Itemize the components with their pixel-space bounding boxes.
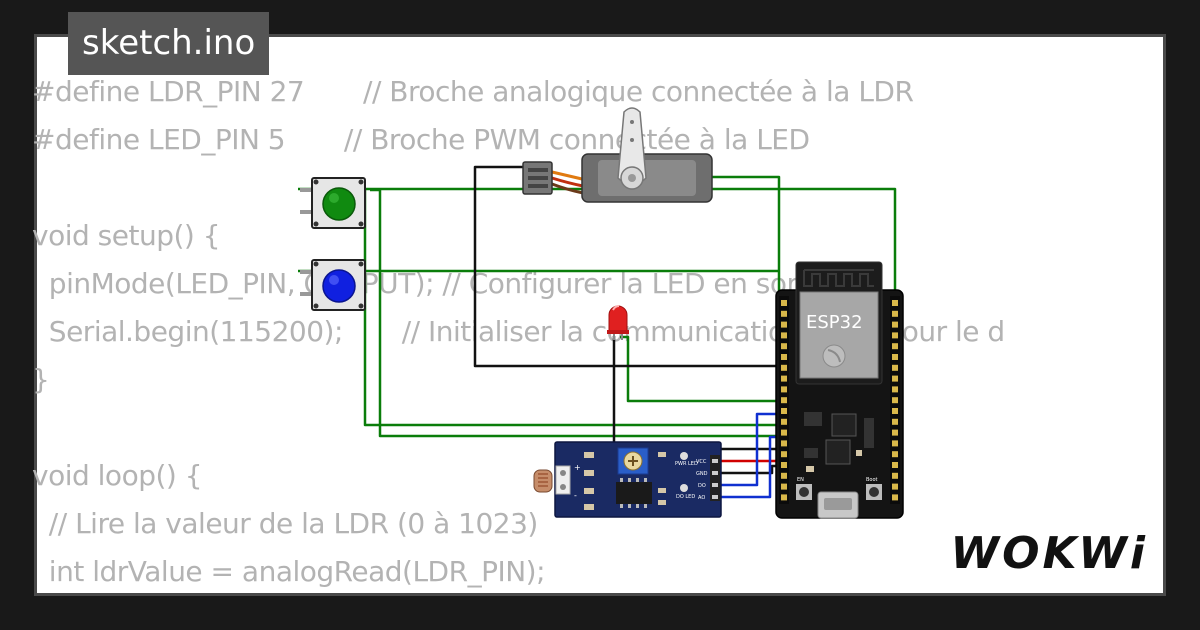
esp32-pin bbox=[892, 321, 898, 328]
code-line: void setup() { bbox=[32, 219, 221, 252]
esp32-pin bbox=[892, 472, 898, 479]
do-led-label: DO LED bbox=[676, 494, 695, 500]
ldr-plus-label: + bbox=[574, 463, 581, 472]
code-line: void loop() { bbox=[32, 459, 203, 492]
esp32-pin bbox=[892, 364, 898, 371]
code-line: int ldrValue = analogRead(LDR_PIN); bbox=[32, 555, 546, 588]
pin-label-gnd: GND bbox=[696, 471, 708, 477]
ldr-minus-label: - bbox=[574, 491, 577, 500]
ldr-sensor-module[interactable]: + - PWR LED DO LED VCC GND DO AO bbox=[533, 441, 722, 518]
esp32-pin bbox=[781, 321, 787, 328]
wire-green bbox=[370, 188, 382, 205]
pin-label-do: DO bbox=[698, 483, 706, 489]
esp32-pin bbox=[781, 364, 787, 371]
esp32-pin bbox=[781, 451, 787, 458]
esp32-pin bbox=[892, 332, 898, 339]
esp32-pin bbox=[892, 343, 898, 350]
wire-servo-power bbox=[551, 176, 584, 188]
wire-blue bbox=[712, 412, 779, 487]
wire-black bbox=[473, 165, 779, 368]
esp32-pin bbox=[892, 300, 898, 306]
esp32-pin bbox=[781, 429, 787, 436]
esp32-pin bbox=[781, 300, 787, 306]
esp32-pin bbox=[781, 386, 787, 393]
esp32-pin bbox=[892, 397, 898, 404]
pushbutton-blue[interactable] bbox=[300, 259, 366, 311]
file-tab[interactable]: sketch.ino bbox=[68, 12, 270, 75]
boot-label: Boot bbox=[866, 477, 878, 483]
esp32-pin bbox=[892, 483, 898, 490]
esp32-pin bbox=[892, 418, 898, 425]
esp32-pin bbox=[781, 397, 787, 404]
antenna-trace bbox=[803, 269, 874, 287]
esp32-pin bbox=[781, 418, 787, 425]
boot-button[interactable]: Boot bbox=[866, 477, 882, 500]
esp32-board[interactable]: ESP32 EN Boot bbox=[775, 261, 904, 519]
led-red[interactable] bbox=[607, 305, 629, 340]
esp32-pin bbox=[892, 440, 898, 447]
en-label: EN bbox=[797, 477, 804, 483]
esp32-pin bbox=[781, 310, 787, 317]
wire-green bbox=[620, 335, 895, 403]
esp32-pin bbox=[781, 408, 787, 414]
esp32-pin bbox=[781, 375, 787, 382]
pushbutton-green[interactable] bbox=[300, 177, 366, 229]
wire-black bbox=[612, 336, 779, 451]
esp32-pin bbox=[892, 386, 898, 393]
esp32-pin bbox=[892, 408, 898, 414]
esp32-pin bbox=[892, 310, 898, 317]
code-line: #define LDR_PIN 27 // Broche analogique … bbox=[32, 75, 914, 108]
esp32-pin bbox=[892, 429, 898, 436]
code-line: // Lire la valeur de la LDR (0 à 1023) bbox=[32, 507, 539, 540]
esp32-label: ESP32 bbox=[806, 312, 863, 333]
esp32-pin bbox=[781, 343, 787, 350]
esp32-pin bbox=[892, 354, 898, 360]
esp32-pin bbox=[781, 462, 787, 468]
esp32-pin bbox=[892, 494, 898, 501]
servo-motor[interactable] bbox=[522, 107, 713, 203]
esp32-pin bbox=[781, 440, 787, 447]
esp32-pin bbox=[781, 354, 787, 360]
pwr-led-label: PWR LED bbox=[675, 461, 698, 467]
esp32-pin bbox=[781, 483, 787, 490]
code-line: #define LED_PIN 5 // Broche PWM connecté… bbox=[32, 123, 810, 156]
wire-green bbox=[363, 189, 779, 427]
esp32-pin bbox=[781, 472, 787, 479]
code-preview: #define LDR_PIN 27 // Broche analogique … bbox=[32, 68, 1005, 596]
esp32-pin bbox=[781, 494, 787, 501]
en-button[interactable]: EN bbox=[796, 477, 812, 500]
pin-label-ao: AO bbox=[698, 495, 705, 501]
esp32-pin bbox=[892, 451, 898, 458]
pin-label-vcc: VCC bbox=[696, 459, 707, 465]
esp32-pin bbox=[781, 332, 787, 339]
wokwi-logo: WOKWi bbox=[950, 528, 1148, 579]
wire-green bbox=[378, 205, 779, 438]
code-line: } bbox=[32, 363, 50, 396]
esp32-pins bbox=[781, 300, 898, 501]
wire-servo-signal bbox=[551, 170, 583, 181]
esp32-pin bbox=[892, 462, 898, 468]
wire-servo-ground bbox=[551, 182, 584, 195]
esp32-pin bbox=[892, 375, 898, 382]
wire-blue bbox=[712, 435, 779, 499]
